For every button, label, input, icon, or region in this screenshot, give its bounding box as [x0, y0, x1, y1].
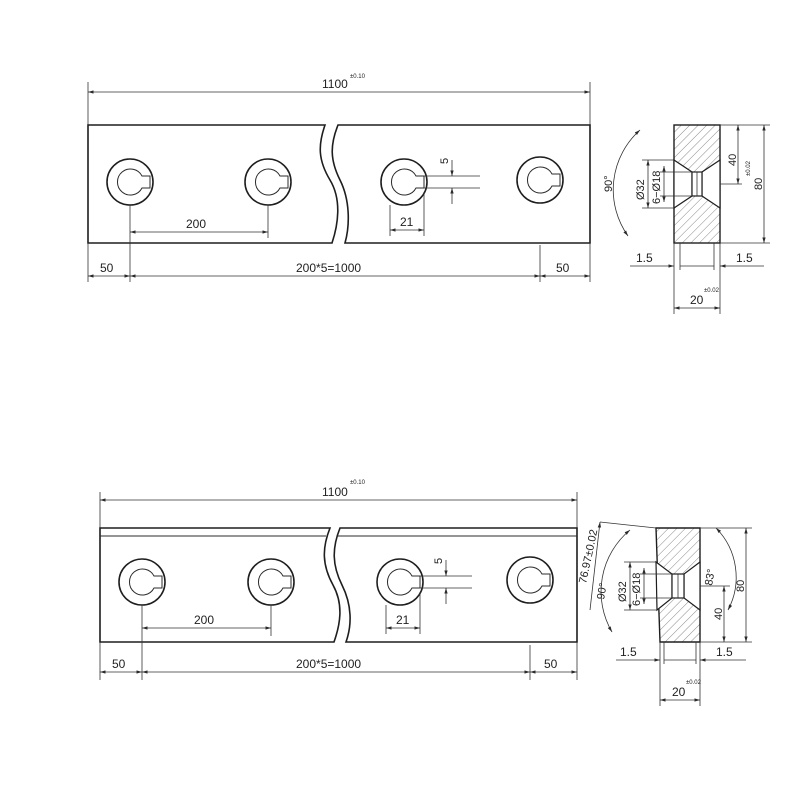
pitch-label: 200	[186, 217, 206, 231]
hole-2	[247, 558, 295, 606]
section-half-height-label: 40	[727, 154, 739, 166]
hole-3	[376, 558, 424, 606]
hole-3	[380, 158, 428, 206]
plate-right-part	[333, 527, 578, 643]
slot-offset-label: 21	[400, 215, 414, 229]
section-height-label: 80	[753, 178, 765, 190]
pitch-total-label: 200*5=1000	[296, 261, 361, 275]
hole-2	[244, 158, 292, 206]
section-width-label: 20	[690, 293, 704, 307]
overall-length-label: 1100	[322, 77, 348, 91]
section-height-label: 80	[735, 580, 747, 592]
section-holes-label: 6−Ø18	[651, 171, 663, 204]
section-angle-label: 90°	[603, 175, 615, 192]
end-right-label: 50	[556, 261, 570, 275]
section-edge-left-label: 1.5	[620, 645, 637, 659]
overall-length-tol: ±0.10	[350, 74, 366, 80]
section-edge-left-label: 1.5	[636, 251, 653, 265]
hole-1	[106, 158, 154, 206]
section-edge-right-label: 1.5	[736, 251, 753, 265]
overall-length-label: 1100	[322, 485, 348, 499]
section-diameter-label: Ø32	[635, 179, 647, 200]
section-width-tol: ±0.02	[704, 288, 720, 294]
end-left-label: 50	[112, 657, 126, 671]
top-cross-section: 90° Ø32 6−Ø18 40 ±0.02 80 1.5 1.5 20 ±0.…	[603, 124, 770, 314]
slot-width-label: 5	[433, 558, 445, 564]
plate-left-part	[87, 124, 339, 244]
section-angle-label: 90°	[595, 582, 610, 600]
section-angle-small-label: 83°	[703, 568, 718, 586]
hole-4	[516, 156, 564, 204]
section-diagonal-label: 76.97±0.02	[577, 528, 600, 584]
plate-left-part	[99, 527, 341, 643]
section-half-height-label: 40	[713, 608, 725, 620]
bottom-cross-section: 76.97±0.02 90° 83° Ø32 6−Ø18 80 40 1.5 1	[577, 521, 752, 706]
section-width-tol: ±0.02	[686, 680, 702, 686]
pitch-total-label: 200*5=1000	[296, 657, 361, 671]
plate-right-part	[331, 124, 591, 244]
hole-4	[506, 556, 554, 604]
section-width-label: 20	[672, 685, 686, 699]
pitch-label: 200	[194, 613, 214, 627]
section-edge-right-label: 1.5	[716, 645, 733, 659]
section-diameter-label: Ø32	[617, 581, 629, 602]
section-holes-label: 6−Ø18	[631, 573, 643, 606]
top-plan-view: 1100 ±0.10 5 200	[87, 74, 591, 282]
section-half-height-tol: ±0.02	[746, 160, 752, 176]
hole-1	[118, 558, 166, 606]
slot-width-label: 5	[439, 158, 451, 164]
bottom-plan-view: 1100 ±0.10 5 200	[99, 480, 578, 680]
slot-offset-label: 21	[396, 613, 410, 627]
end-left-label: 50	[100, 261, 114, 275]
overall-length-tol: ±0.10	[350, 480, 366, 486]
end-right-label: 50	[544, 657, 558, 671]
